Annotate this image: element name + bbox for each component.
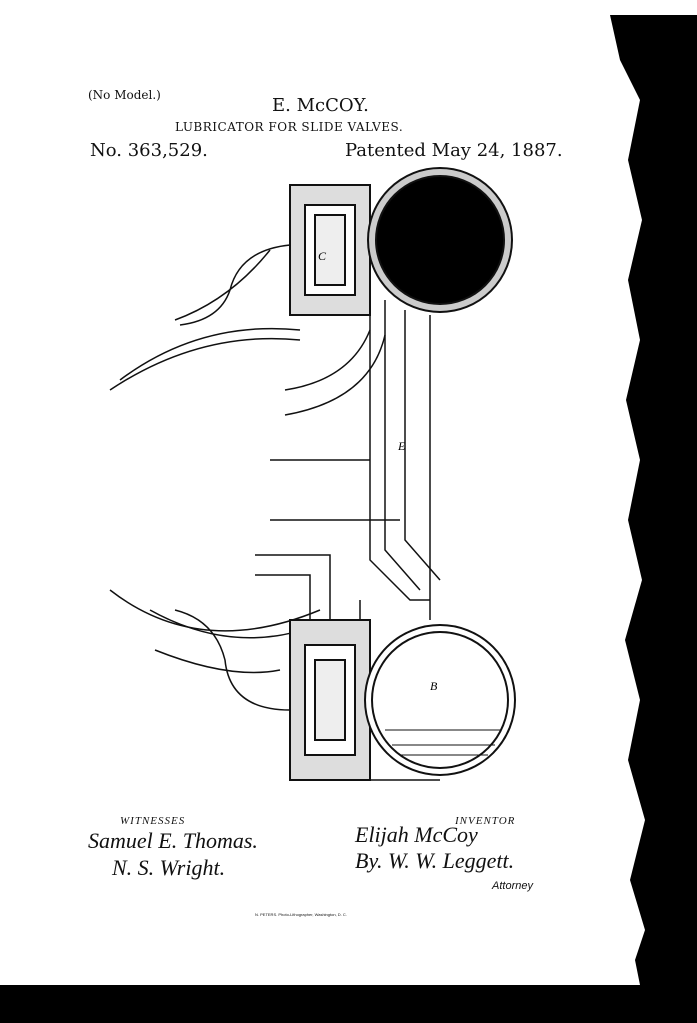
inventor-signature: Elijah McCoy <box>355 822 478 847</box>
witness-signature: N. S. Wright. <box>112 855 226 880</box>
lower-lubricator <box>289 619 516 781</box>
patent-number: No. 363,529. <box>90 140 208 161</box>
printer-credit: N. PETERS. Photo-Lithographer, Washingto… <box>255 912 347 917</box>
figure-label-e: E <box>397 439 406 453</box>
figure-label-c: C <box>318 249 327 263</box>
witness-signature: Samuel E. Thomas. <box>88 828 258 853</box>
witnesses-label: WITNESSES <box>120 815 186 827</box>
model-note: (No Model.) <box>88 88 161 102</box>
attorney-label: Attorney <box>492 880 533 892</box>
inventor-label: INVENTOR <box>455 815 516 827</box>
patent-date: Patented May 24, 1887. <box>345 140 563 161</box>
inventor-name: E. McCOY. <box>272 95 369 116</box>
oil-tubes <box>174 244 291 711</box>
figure-label-b: B <box>430 679 438 693</box>
attorney-signature: By. W. W. Leggett. <box>355 848 515 873</box>
upper-lubricator <box>289 167 513 316</box>
patent-title: LUBRICATOR FOR SLIDE VALVES. <box>175 120 404 134</box>
scan-edge-right <box>0 15 697 1023</box>
